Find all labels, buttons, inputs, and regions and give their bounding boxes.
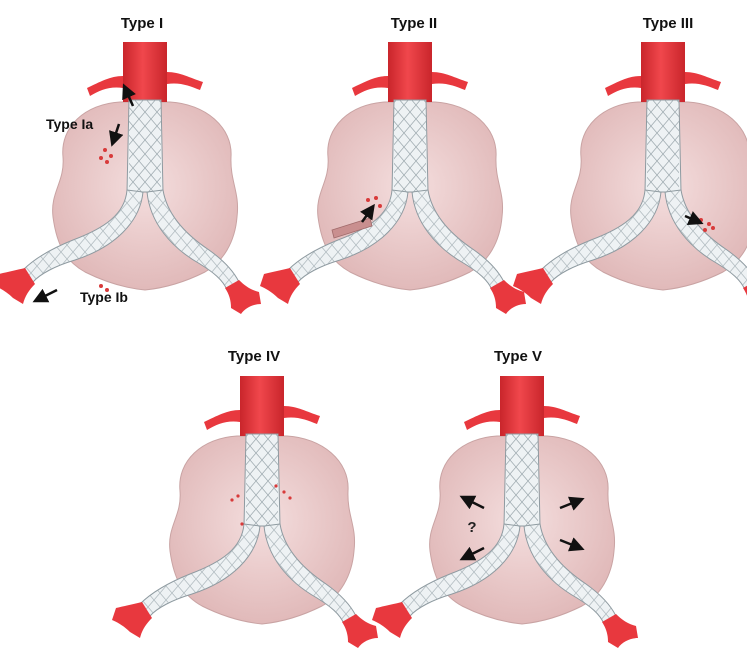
panel-type-2 xyxy=(260,42,526,314)
panel-title-type-4: Type IV xyxy=(228,348,280,365)
panel-title-type-2: Type II xyxy=(391,15,437,32)
panel-type-5 xyxy=(372,376,638,648)
unknown-cause-mark: ? xyxy=(467,519,476,536)
sublabel-type-1b: Type Ib xyxy=(80,289,128,305)
panel-type-1 xyxy=(0,42,261,314)
panel-title-type-3: Type III xyxy=(643,15,694,32)
sublabel-type-1a: Type Ia xyxy=(46,116,93,132)
arrow-type-1b xyxy=(37,290,57,300)
panel-type-4 xyxy=(112,376,378,648)
panel-title-type-1: Type I xyxy=(121,15,163,32)
panel-title-type-5: Type V xyxy=(494,348,542,365)
panel-type-3 xyxy=(513,42,747,314)
